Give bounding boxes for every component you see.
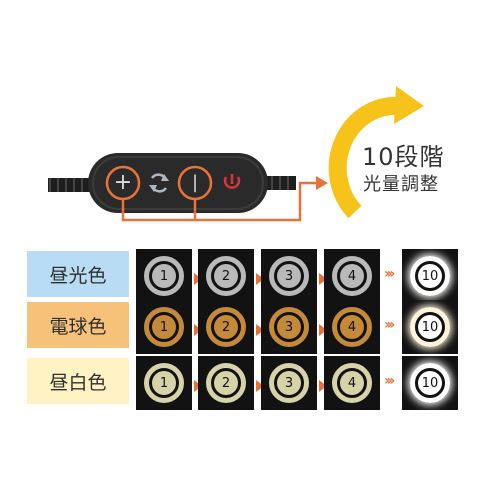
- level-number: 4: [340, 264, 364, 288]
- level-tile: 10: [402, 356, 458, 410]
- light-ring-icon: 10: [410, 363, 450, 403]
- level-number: 10: [418, 315, 442, 339]
- connector-arrowhead: [316, 176, 328, 190]
- level-tile: 10: [402, 300, 458, 354]
- row-label-1: 電球色: [27, 302, 129, 348]
- level-number: 2: [214, 371, 238, 395]
- level-number: 2: [214, 315, 238, 339]
- step-arrow-icon: [318, 321, 328, 336]
- skip-chevrons-icon: ›››: [384, 373, 395, 389]
- light-ring-icon: 1: [144, 307, 184, 347]
- light-ring-icon: 3: [269, 363, 309, 403]
- cable-ribs-right: [271, 176, 289, 190]
- light-ring-icon: 1: [144, 256, 184, 296]
- light-ring-icon: 1: [144, 363, 184, 403]
- skip-chevrons-icon: ›››: [384, 266, 395, 282]
- level-number: 4: [340, 371, 364, 395]
- step-arrow-icon: [318, 270, 328, 285]
- light-ring-icon: 2: [206, 363, 246, 403]
- level-tile: 1: [136, 356, 192, 410]
- light-ring-icon: 2: [206, 256, 246, 296]
- title-main: 10段階: [362, 143, 445, 171]
- light-ring-icon: 4: [332, 307, 372, 347]
- cycle-icon: [149, 173, 169, 193]
- level-tile: 4: [324, 356, 380, 410]
- light-ring-icon: 3: [269, 307, 309, 347]
- level-number: 4: [340, 315, 364, 339]
- level-tile: 4: [324, 249, 380, 303]
- level-number: 3: [277, 371, 301, 395]
- step-arrow-icon: [255, 270, 265, 285]
- arc-arrow: [328, 96, 401, 219]
- level-tile: 4: [324, 300, 380, 354]
- level-tile: 10: [402, 249, 458, 303]
- level-number: 1: [152, 264, 176, 288]
- light-ring-icon: 3: [269, 256, 309, 296]
- connector-line: [121, 181, 316, 222]
- step-arrow-icon: [318, 377, 328, 392]
- step-arrow-icon: [255, 377, 265, 392]
- light-ring-icon: 4: [332, 256, 372, 296]
- light-ring-icon: 4: [332, 363, 372, 403]
- level-number: 2: [214, 264, 238, 288]
- title-sub: 光量調整: [363, 174, 439, 195]
- light-ring-icon: 2: [206, 307, 246, 347]
- cable-ribs-left: [49, 178, 83, 192]
- level-tile: 2: [198, 300, 254, 354]
- skip-chevrons-icon: ›››: [384, 317, 395, 333]
- level-tile: 1: [136, 249, 192, 303]
- level-tile: 2: [198, 249, 254, 303]
- minus-label: |: [191, 172, 199, 193]
- level-tile: 3: [261, 300, 317, 354]
- level-tile: 2: [198, 356, 254, 410]
- plus-label: +: [113, 170, 133, 195]
- row-label-2: 昼白色: [27, 358, 129, 404]
- step-arrow-icon: [255, 321, 265, 336]
- level-tile: 3: [261, 249, 317, 303]
- level-number: 1: [152, 371, 176, 395]
- light-ring-icon: 10: [410, 256, 450, 296]
- level-number: 3: [277, 264, 301, 288]
- level-number: 1: [152, 315, 176, 339]
- arc-arrowhead: [394, 86, 424, 124]
- level-number: 10: [418, 264, 442, 288]
- light-ring-icon: 10: [410, 307, 450, 347]
- level-number: 3: [277, 315, 301, 339]
- power-icon: [223, 174, 241, 189]
- level-number: 10: [418, 371, 442, 395]
- row-label-0: 昼光色: [27, 251, 129, 297]
- level-tile: 1: [136, 300, 192, 354]
- level-tile: 3: [261, 356, 317, 410]
